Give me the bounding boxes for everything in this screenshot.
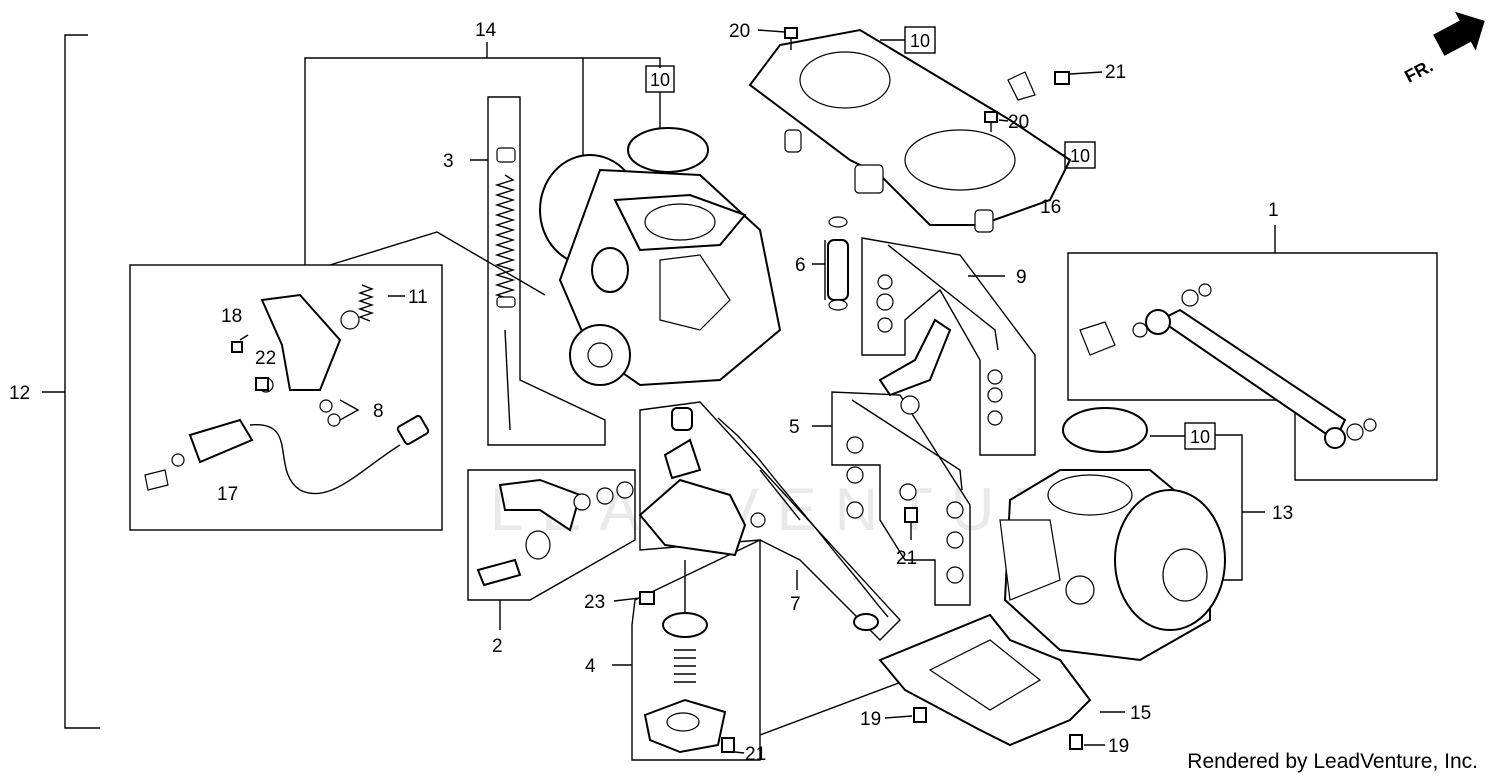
callout-1: 1 xyxy=(1268,200,1279,221)
box-5-group xyxy=(831,391,971,606)
callout-10-a: 10 xyxy=(645,65,675,93)
callout-21-mid: 21 xyxy=(896,548,917,569)
callout-21-top: 21 xyxy=(1105,62,1126,83)
bracket-12 xyxy=(64,34,100,729)
callout-18: 18 xyxy=(221,306,242,327)
callout-13: 13 xyxy=(1272,503,1293,524)
throttle-link-arm xyxy=(1079,283,1377,449)
cam-lever-2 xyxy=(476,478,634,587)
throttle-position-sensor-17 xyxy=(144,414,430,495)
svg-text:10: 10 xyxy=(910,31,930,51)
callout-20-top: 20 xyxy=(729,21,750,42)
callout-8: 8 xyxy=(373,401,384,422)
jet-needle-spring xyxy=(494,147,516,431)
callout-10-c: 10 xyxy=(1064,141,1096,169)
svg-text:10: 10 xyxy=(1070,146,1090,166)
callout-19-right: 19 xyxy=(1108,736,1129,757)
callout-7: 7 xyxy=(790,594,801,615)
callout-11: 11 xyxy=(408,287,428,308)
bracket-13 xyxy=(1215,434,1243,581)
box-2-group xyxy=(467,469,636,601)
bracket-14 xyxy=(304,57,661,265)
box-1-group xyxy=(1067,252,1438,481)
box-17-group xyxy=(129,264,443,531)
arrow-forward-icon xyxy=(1433,11,1485,56)
o-ring-10-left xyxy=(627,127,709,173)
callout-2: 2 xyxy=(492,636,503,657)
svg-text:10: 10 xyxy=(650,70,670,90)
o-ring-10-right xyxy=(1062,407,1148,453)
callout-9: 9 xyxy=(1016,267,1027,288)
callout-19-left: 19 xyxy=(860,709,881,730)
callout-10-b: 10 xyxy=(904,26,936,54)
callout-22: 22 xyxy=(255,348,276,369)
callout-15: 15 xyxy=(1130,703,1151,724)
svg-text:10: 10 xyxy=(1190,427,1210,447)
front-direction-badge: FR. xyxy=(1401,11,1485,87)
callout-20-mid: 20 xyxy=(1008,112,1029,133)
callout-3: 3 xyxy=(443,151,454,172)
carburetor-body-right xyxy=(999,469,1226,662)
callout-10-d: 10 xyxy=(1184,422,1216,450)
callout-5: 5 xyxy=(789,417,800,438)
spring-11 xyxy=(357,284,375,322)
box-3-group xyxy=(487,96,606,446)
link-rods-5-9 xyxy=(827,216,1003,584)
callout-12: 12 xyxy=(9,383,30,404)
pump-cover-4 xyxy=(638,407,747,754)
callout-23: 23 xyxy=(584,592,605,613)
box-9-group xyxy=(861,237,1036,456)
callout-21-bottom: 21 xyxy=(745,744,766,765)
carburetor-stay-15 xyxy=(878,613,1092,747)
callout-17: 17 xyxy=(217,484,238,505)
box-4-group xyxy=(631,538,761,761)
render-credit: Rendered by LeadVenture, Inc. xyxy=(1187,750,1478,773)
carburetor-body-left xyxy=(539,154,782,387)
callout-14: 14 xyxy=(475,20,497,41)
starter-rod-7 xyxy=(717,417,889,631)
front-label: FR. xyxy=(1401,56,1436,87)
box-7-group xyxy=(639,401,901,641)
screws-hardware xyxy=(231,27,1083,753)
intake-joint-16 xyxy=(748,28,1072,233)
callout-6: 6 xyxy=(795,255,806,276)
callout-4: 4 xyxy=(585,656,596,677)
callout-16: 16 xyxy=(1040,197,1061,218)
